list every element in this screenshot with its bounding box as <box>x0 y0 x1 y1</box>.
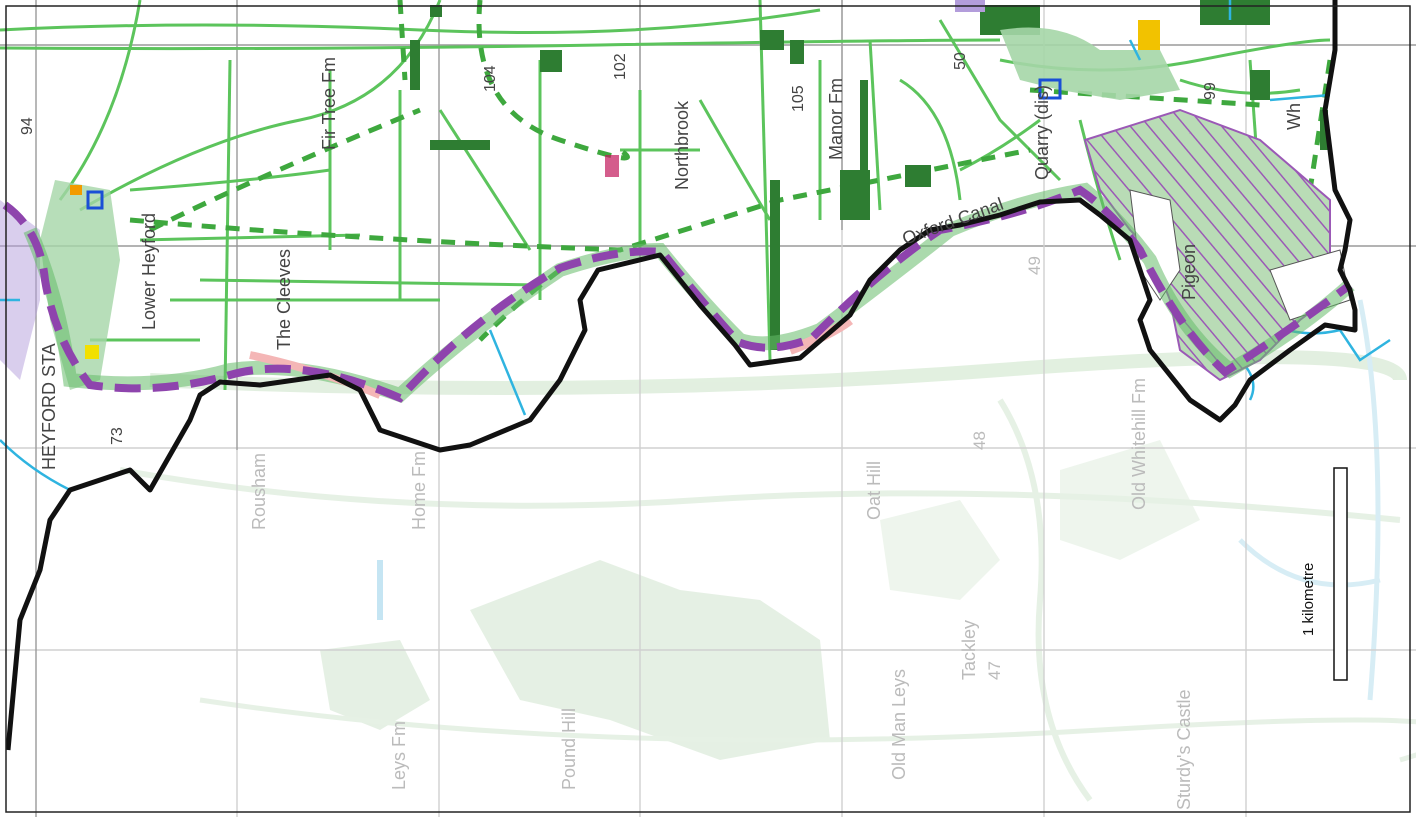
map-border <box>5 5 1411 813</box>
grid-47: 47 <box>985 661 1004 680</box>
grid-50: 50 <box>952 52 969 70</box>
scale-bar: 1 kilometre <box>1300 467 1348 681</box>
label-leys-fm: Leys Fm <box>389 721 409 790</box>
label-sturdys-castle: Sturdy's Castle <box>1174 690 1194 810</box>
grid-49: 49 <box>1025 256 1044 275</box>
label-wh: Wh <box>1284 103 1304 130</box>
grid-73: 73 <box>109 427 126 445</box>
faded-basemap <box>119 299 1416 802</box>
label-pound-hill: Pound Hill <box>559 708 579 790</box>
label-manor-fm: Manor Fm <box>826 78 846 160</box>
purple-route <box>2 185 1353 403</box>
label-tackley: Tackley <box>959 620 979 680</box>
grid-102: 102 <box>612 53 629 80</box>
grid-105: 105 <box>790 85 807 112</box>
boundary-line[interactable] <box>5 0 1358 751</box>
label-lower-heyford: Lower Heyford <box>139 213 159 330</box>
label-quarry: Quarry (dis) <box>1032 85 1052 180</box>
grid-99: 99 <box>1202 82 1219 100</box>
label-home-fm: Home Fm <box>409 451 429 530</box>
label-northbrook: Northbrook <box>672 100 692 190</box>
scale-bar-box <box>1333 467 1348 681</box>
grid-104: 104 <box>482 65 499 92</box>
label-rousham: Rousham <box>249 453 269 530</box>
scale-bar-label: 1 kilometre <box>1300 563 1317 636</box>
dark-green-features <box>410 0 1328 350</box>
label-oat-hill: Oat Hill <box>864 461 884 520</box>
label-old-man-leys: Old Man Leys <box>889 669 909 780</box>
faded-labels: Rousham Tackley Old Man Leys Oat Hill Ol… <box>249 378 1194 810</box>
label-old-whitehill-fm: Old Whitehill Fm <box>1129 378 1149 510</box>
grid-48: 48 <box>970 431 989 450</box>
label-the-cleeves: The Cleeves <box>274 249 294 350</box>
label-pigeon: Pigeon <box>1179 244 1199 300</box>
grid-numbers: 94 104 102 105 50 99 73 49 48 47 <box>19 52 1219 680</box>
label-fir-tree-fm: Fir Tree Fm <box>319 57 339 150</box>
grid-94: 94 <box>19 117 36 135</box>
label-heyford-sta: HEYFORD STA <box>39 343 59 470</box>
